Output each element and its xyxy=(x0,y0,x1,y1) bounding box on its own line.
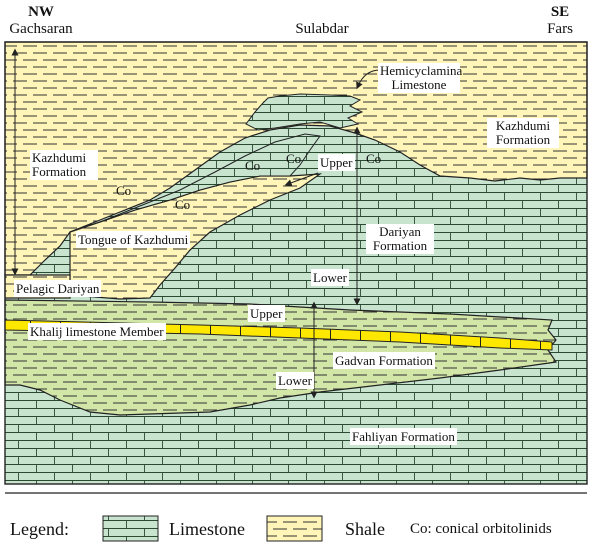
co-label-3: Co xyxy=(366,151,382,166)
co-label-4: Co xyxy=(116,183,132,198)
kazhdumi-right-label: Kazhdumi Formation xyxy=(487,118,559,148)
dariyan-line1: Dariyan xyxy=(379,224,421,239)
gadvan-upper-label: Upper xyxy=(248,305,285,322)
upper-pointer-arrow xyxy=(284,172,319,187)
nw-direction: NW xyxy=(28,4,54,20)
co-label-5: Co xyxy=(175,197,191,212)
co-label-1: Co xyxy=(245,158,261,173)
se-header: SE Fars xyxy=(535,4,585,38)
frame-border xyxy=(4,41,588,485)
gadvan-formation-label: Gadvan Formation xyxy=(333,352,435,369)
legend-shale-label: Shale xyxy=(345,519,385,539)
legend-co-note: Co: conical orbitolinids xyxy=(410,521,552,537)
diagram-frame xyxy=(4,41,588,485)
legend-limestone-label: Limestone xyxy=(169,519,245,539)
legend-limestone-swatch xyxy=(102,515,159,542)
kazhdumi-left-line2: Formation xyxy=(32,164,87,179)
dariyan-line2: Formation xyxy=(372,238,428,253)
hemicyclamina-label: Hemicyclamina Limestone xyxy=(378,63,463,93)
pelagic-dariyan-label: Pelagic Dariyan xyxy=(14,280,102,297)
tongue-of-kazhdumi-label: Tongue of Kazhdumi xyxy=(76,231,191,248)
hemicyclamina-line2: Limestone xyxy=(391,77,447,92)
gadvan-lower-label: Lower xyxy=(276,372,314,389)
kazhdumi-left-line1: Kazhdumi xyxy=(32,150,87,165)
gachsaran-label: Gachsaran xyxy=(9,21,73,37)
fahliyan-formation-label: Fahliyan Formation xyxy=(350,428,457,445)
kazhdumi-shale-area xyxy=(4,41,588,276)
fars-label: Fars xyxy=(547,21,573,37)
hemicyclamina-pointer xyxy=(356,69,381,90)
legend-shale-swatch xyxy=(266,515,323,542)
lower-co-lens xyxy=(99,133,321,223)
dariyan-formation-label: Dariyan Formation xyxy=(366,224,434,254)
kazhdumi-right-line1: Kazhdumi xyxy=(495,118,551,133)
hemicyclamina-line1: Hemicyclamina xyxy=(380,63,463,78)
khalij-limestone-label: Khalij limestone Member xyxy=(28,323,166,340)
dariyan-upper-label: Upper xyxy=(318,154,355,171)
legend-title: Legend: xyxy=(10,519,69,539)
co-label-2: Co xyxy=(286,151,302,166)
nw-header: NW Gachsaran xyxy=(4,4,78,38)
sulabdar-label: Sulabdar xyxy=(295,21,349,37)
kazhdumi-left-label: Kazhdumi Formation xyxy=(30,150,98,180)
hemicyclamina-limestone-body xyxy=(245,93,364,131)
se-direction: SE xyxy=(550,4,570,20)
dariyan-lower-label: Lower xyxy=(311,269,349,286)
kazhdumi-right-line2: Formation xyxy=(495,132,551,147)
